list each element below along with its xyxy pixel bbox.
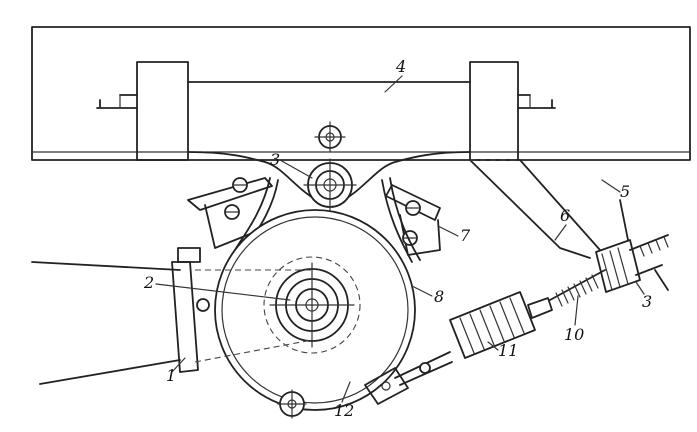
callout-2: 2 — [143, 273, 154, 292]
hub — [263, 256, 361, 354]
callouts: 4 5 3 6 7 2 8 3 10 11 1 12 — [143, 57, 652, 420]
callout-8: 8 — [434, 287, 444, 306]
right-bracket — [469, 61, 556, 161]
adjuster — [595, 199, 669, 293]
shackle — [364, 351, 453, 405]
left-bracket — [96, 61, 189, 161]
trailing-arm — [31, 247, 313, 385]
callout-11: 11 — [498, 341, 518, 360]
frame-beam — [31, 26, 691, 161]
callout-12: 12 — [334, 401, 354, 420]
main-pivot — [303, 158, 357, 212]
coil-spring-11 — [449, 291, 553, 359]
upper-pivot-bolt — [314, 121, 346, 153]
callout-9: 3 — [642, 292, 652, 311]
callout-4: 4 — [395, 57, 406, 76]
callout-5: 5 — [620, 182, 630, 201]
callout-6: 6 — [560, 206, 570, 225]
callout-3: 3 — [270, 150, 280, 169]
callout-10: 10 — [564, 325, 584, 344]
lower-bolt — [277, 389, 307, 419]
callout-1: 1 — [166, 366, 176, 385]
hanger-bracket — [469, 159, 601, 259]
callout-7: 7 — [460, 226, 471, 245]
tension-rod — [549, 269, 606, 307]
cross-member — [187, 81, 471, 206]
spring-bracket-plate — [187, 177, 441, 256]
